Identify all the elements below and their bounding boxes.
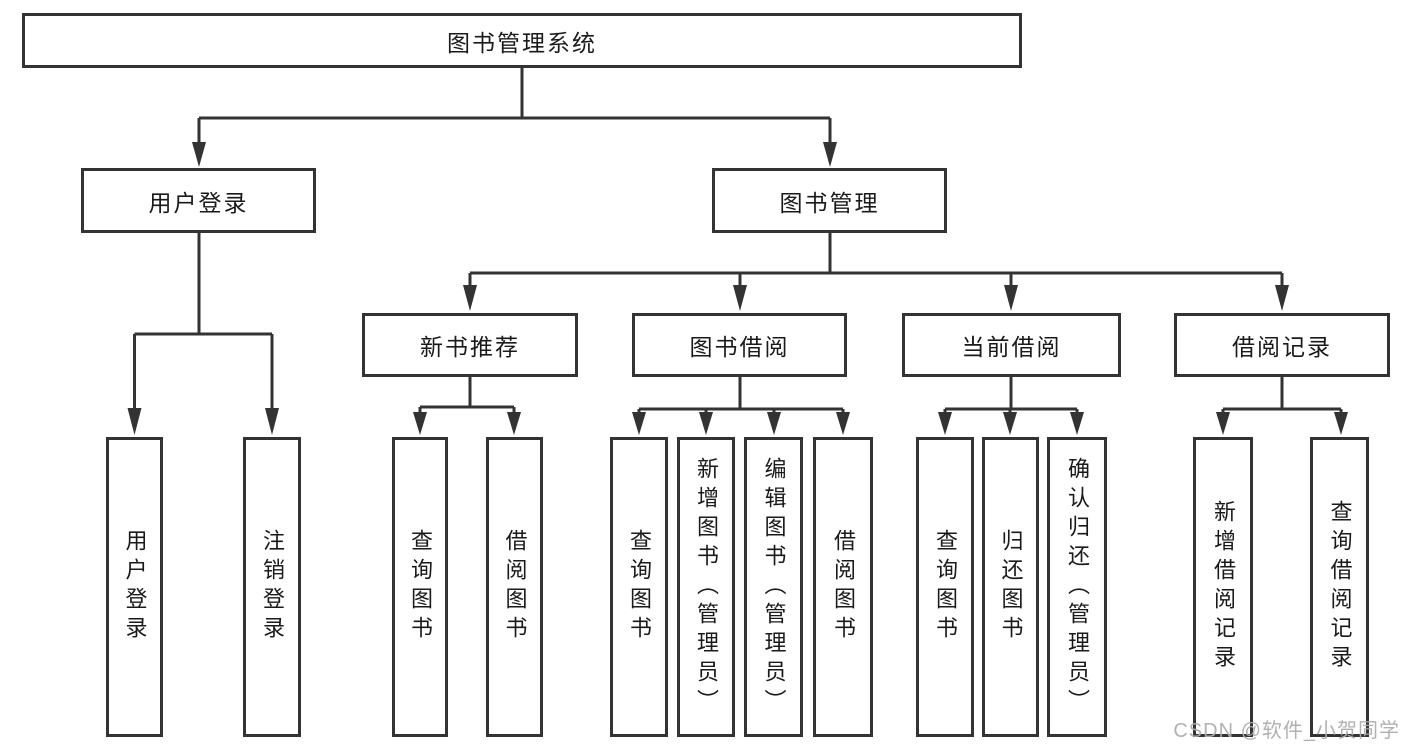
leaf-borrow-books-1: 借阅图书 [486, 437, 543, 737]
leaf-edit-books-admin: 编辑图书（管理员） [744, 437, 803, 737]
leaf-add-borrow-record-label: 新增借阅记录 [1211, 500, 1236, 674]
arrowhead-icon [413, 412, 427, 435]
connector-root [197, 68, 832, 144]
leaf-return-books: 归还图书 [982, 437, 1039, 737]
arrowhead-icon [463, 285, 477, 311]
leaf-add-books-admin-label: 新增图书（管理员） [694, 456, 719, 718]
leaf-confirm-return-admin: 确认归还（管理员） [1047, 437, 1107, 737]
node-new-book-recommend: 新书推荐 [362, 313, 578, 377]
arrowhead-icon [1070, 412, 1084, 435]
arrowhead-icon [836, 412, 850, 435]
arrowhead-icon [699, 412, 713, 435]
leaf-query-books-2: 查询图书 [610, 437, 668, 737]
arrowhead-icon [1004, 285, 1018, 311]
leaf-add-borrow-record: 新增借阅记录 [1193, 437, 1253, 737]
node-book-borrowing-label: 图书借阅 [689, 334, 790, 360]
arrowhead-icon [1216, 412, 1230, 435]
connector-user-login [133, 233, 274, 410]
leaf-query-books-3-label: 查询图书 [933, 529, 958, 645]
arrowhead-icon [192, 142, 206, 167]
connector-current-borrowing [943, 377, 1079, 414]
arrowhead-icon [1275, 285, 1289, 311]
arrowhead-icon [507, 412, 521, 435]
node-borrowing-records-label: 借阅记录 [1232, 334, 1332, 360]
arrowhead-icon [823, 142, 837, 167]
arrowhead-icon [127, 408, 142, 435]
leaf-user-login: 用户登录 [106, 437, 163, 737]
leaf-logout-label: 注销登录 [260, 529, 285, 645]
node-root-label: 图书管理系统 [447, 29, 597, 56]
leaf-borrow-books-2: 借阅图书 [813, 437, 873, 737]
leaf-logout: 注销登录 [243, 437, 301, 737]
leaf-borrow-books-2-label: 借阅图书 [831, 529, 856, 645]
leaf-query-borrow-record-label: 查询借阅记录 [1327, 500, 1353, 674]
leaf-return-books-label: 归还图书 [998, 529, 1024, 645]
arrowhead-icon [938, 412, 952, 435]
node-borrowing-records: 借阅记录 [1174, 313, 1390, 377]
leaf-query-books-2-label: 查询图书 [627, 529, 652, 645]
connector-book-management [468, 233, 1284, 287]
leaf-edit-books-admin-label: 编辑图书（管理员） [761, 456, 787, 718]
leaf-query-books-1: 查询图书 [392, 437, 448, 737]
leaf-query-borrow-record: 查询借阅记录 [1310, 437, 1369, 737]
watermark-text: CSDN @软件_小贺同学 [1173, 720, 1400, 742]
node-book-borrowing: 图书借阅 [632, 313, 847, 377]
node-user-login-label: 用户登录 [148, 189, 249, 216]
connector-borrowing-records [1221, 377, 1343, 414]
arrowhead-icon [1334, 412, 1348, 435]
arrowhead-icon [733, 285, 747, 311]
leaf-query-books-1-label: 查询图书 [408, 529, 433, 645]
leaf-user-login-label: 用户登录 [122, 529, 148, 645]
arrowhead-icon [265, 408, 279, 435]
connector-book-borrowing [637, 377, 845, 414]
node-current-borrowing-label: 当前借阅 [961, 334, 1062, 360]
node-book-management: 图书管理 [712, 168, 947, 233]
connector-new-book [418, 377, 516, 414]
arrowhead-icon [1003, 412, 1017, 435]
arrowhead-icon [632, 412, 646, 435]
node-new-book-recommend-label: 新书推荐 [420, 334, 520, 360]
leaf-confirm-return-admin-label: 确认归还（管理员） [1065, 456, 1090, 718]
node-user-login: 用户登录 [81, 168, 316, 233]
node-root: 图书管理系统 [22, 13, 1022, 68]
node-book-management-label: 图书管理 [779, 189, 880, 216]
leaf-add-books-admin: 新增图书（管理员） [677, 437, 735, 737]
node-current-borrowing: 当前借阅 [902, 313, 1121, 377]
leaf-query-books-3: 查询图书 [916, 437, 974, 737]
arrowhead-icon [767, 412, 781, 435]
leaf-borrow-books-1-label: 借阅图书 [502, 529, 528, 645]
